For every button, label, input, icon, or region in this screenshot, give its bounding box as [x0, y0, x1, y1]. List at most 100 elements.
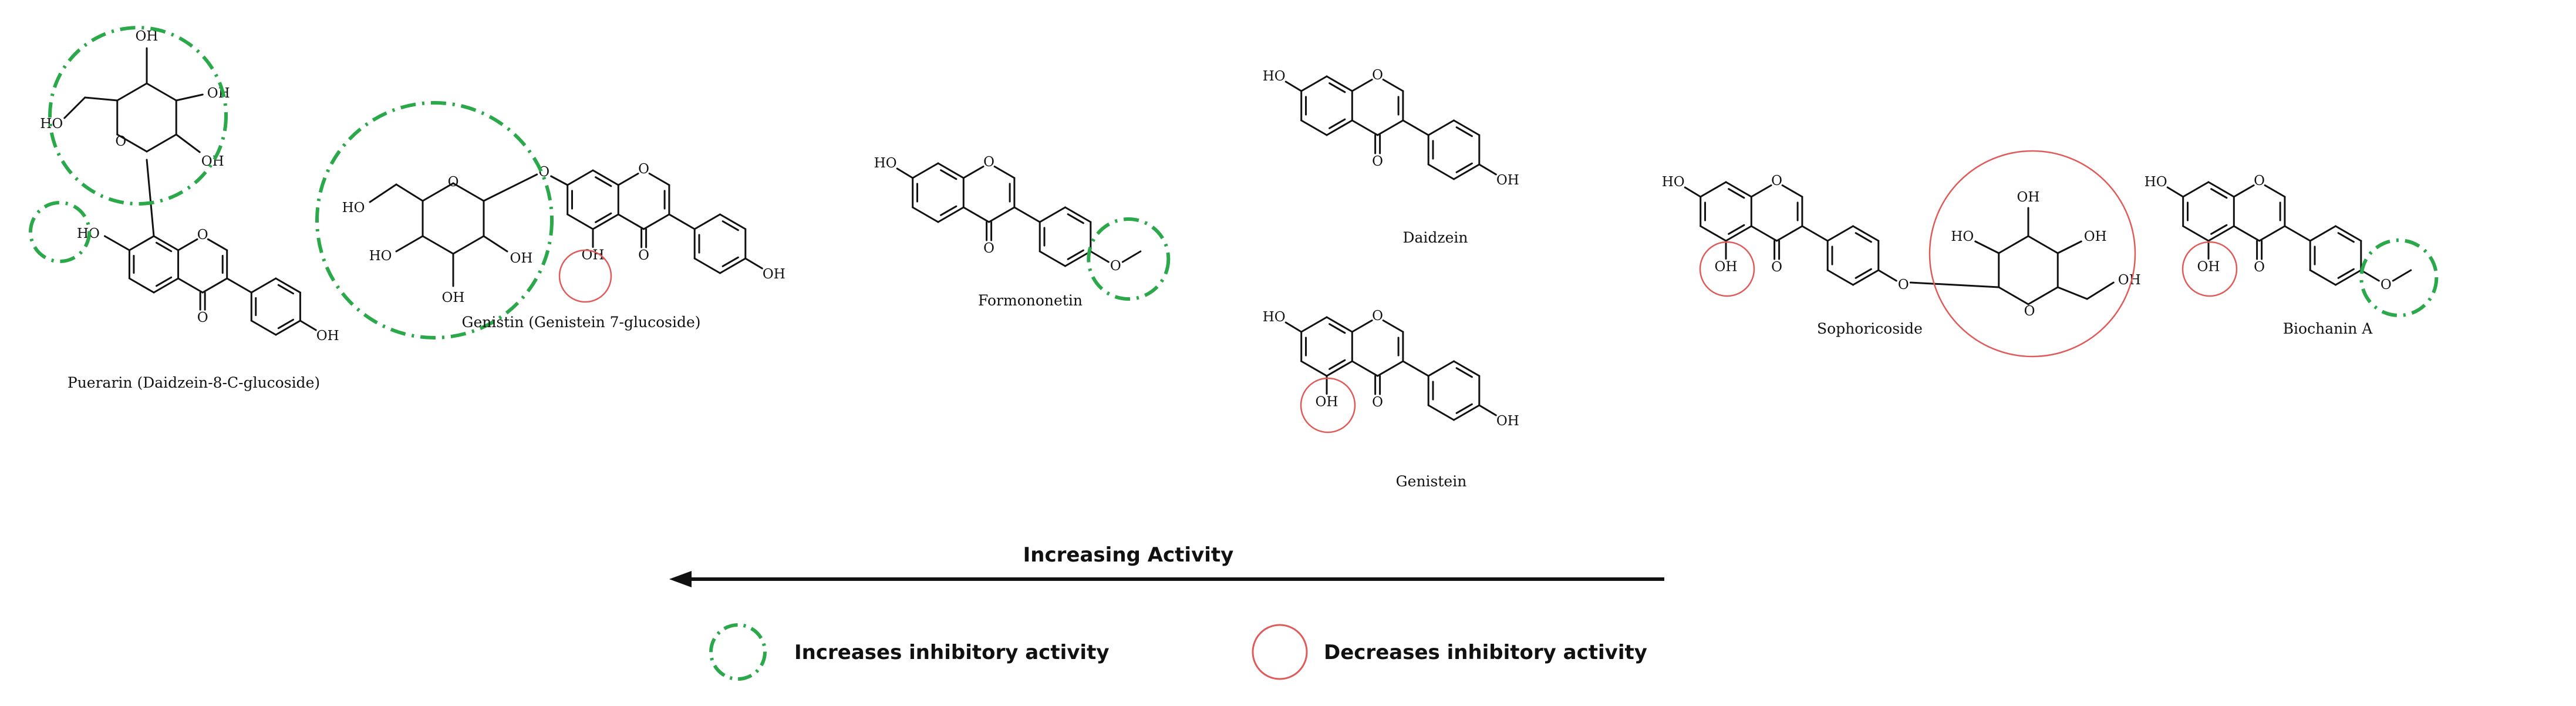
formononetin-ringA-bond	[912, 162, 939, 179]
arrow-label: Increasing Activity	[1023, 543, 1234, 567]
sophoricoside-glucose-bond	[1998, 286, 2029, 305]
biochanin-a-ringB-bond	[2309, 269, 2337, 286]
biochanin-a-ringC-bond	[2258, 225, 2286, 242]
sophoricoside-7oh-label: HO	[1662, 174, 1685, 190]
puerarin-ringC-bond	[177, 238, 198, 251]
chemical-structures: OOOHHOOOHOHOHHOOOOHOHOOHOHOOHOHOOOHOOOOH…	[40, 29, 2412, 429]
sophoricoside-glc-oh-label: HO	[1951, 229, 1974, 244]
biochanin-a-4prime-bond	[2360, 269, 2380, 282]
sophoricoside-glycoside-bond	[1909, 281, 2000, 288]
formononetin-ringA-bond	[937, 162, 965, 179]
puerarin-ringC-bond	[207, 238, 228, 251]
formononetin-ringB-bond	[1064, 250, 1092, 267]
genistin-4prime-oh-label: OH	[763, 267, 785, 282]
formononetin-4prime-o-label: O	[1110, 258, 1121, 274]
sophoricoside-glc-oh-label: OH	[2084, 229, 2107, 244]
compound-name-biochanin-a: Biochanin A	[2283, 320, 2373, 337]
formononetin-methyl-bond	[1121, 250, 1142, 263]
compound-name-puerarin: Puerarin (Daidzein-8-C-glucoside)	[68, 374, 320, 391]
sophoricoside-ringB-bond	[1852, 269, 1880, 286]
sophoricoside-carbonyl-label: O	[1771, 260, 1782, 275]
biochanin-a-5oh-decrease-circle	[2181, 241, 2238, 297]
biochanin-a-ringA-bond-inner	[2210, 224, 2228, 235]
sophoricoside-glucose-bond	[2027, 286, 2059, 305]
formononetin-ringA-bond-inner	[940, 205, 957, 216]
sophoricoside-7oh-bond	[1684, 186, 1702, 198]
formononetin-4prime-bond	[1090, 250, 1110, 263]
genistein-ringA-bond	[1300, 360, 1328, 377]
sophoricoside-ringC-bond	[1750, 184, 1772, 198]
genistin-glc-oh-label: OH	[442, 290, 465, 305]
formononetin-carbonyl-label: O	[983, 241, 994, 256]
genistein-biaryl-bond	[1402, 360, 1429, 377]
genistin-glucose-bond	[452, 235, 485, 255]
sophoricoside-glucose-o-label: O	[2024, 304, 2035, 319]
genistin-ringA-bond	[592, 213, 619, 230]
genistin-glucose-increase-circle	[315, 101, 554, 339]
biochanin-a-ringB-bond	[2335, 269, 2362, 286]
compound-name-sophoricoside: Sophoricoside	[1817, 320, 1923, 337]
biochanin-a-4prime-o-label: O	[2381, 277, 2392, 293]
genistein-7oh-label: HO	[1263, 310, 1286, 325]
genistein-ringA-bond	[1326, 360, 1353, 377]
genistein-ringB-bond	[1427, 360, 1455, 377]
sophoricoside-ringB-bond	[1852, 225, 1880, 242]
biochanin-a-carbonyl-label: O	[2254, 260, 2265, 275]
puerarin-glucose-bond	[116, 133, 148, 153]
sophoricoside-ringB-bond-inner	[1855, 232, 1872, 243]
genistin-ringB-bond	[693, 257, 721, 274]
sophoricoside-ringA-bond	[1725, 181, 1752, 198]
daidzein-o1-label: O	[1372, 68, 1383, 83]
daidzein-ringB-bond	[1427, 163, 1455, 180]
puerarin-glucose-bond	[116, 82, 148, 102]
puerarin-glc-oh-label: OH	[136, 29, 159, 44]
genistein-7oh-bond	[1284, 321, 1303, 333]
formononetin-ringC-bond	[962, 206, 990, 223]
legend-decrease-swatch	[1252, 624, 1308, 680]
sophoricoside-4prime-o-label: O	[1898, 277, 1909, 293]
biochanin-a-5oh-label: OH	[2197, 260, 2220, 275]
daidzein-4prime-oh-label: OH	[1496, 173, 1519, 188]
formononetin-ringB-bond	[1064, 206, 1092, 223]
formononetin-7oh-bond	[896, 167, 914, 179]
formononetin-ringB-bond	[1039, 206, 1067, 223]
daidzein-ringA-bond	[1300, 75, 1328, 92]
activity-arrow	[669, 571, 1664, 587]
sophoricoside-ringB-bond-inner	[1855, 268, 1872, 279]
puerarin-c-glycoside-bond	[146, 159, 155, 237]
biochanin-a-biaryl-bond	[2284, 225, 2311, 242]
puerarin-ringB-bond-inner	[277, 318, 295, 330]
daidzein-biaryl-bond	[1402, 119, 1429, 136]
genistin-glucose-bond	[422, 235, 454, 255]
biochanin-a-ringB-bond-inner	[2337, 268, 2355, 279]
biochanin-a-ringA-bond	[2207, 181, 2235, 198]
biochanin-a-ringA-bond	[2182, 181, 2210, 198]
genistin-glc-oh-bond	[483, 235, 508, 253]
biochanin-a-ringB-bond	[2335, 225, 2362, 242]
genistin-biaryl-bond	[668, 213, 696, 230]
formononetin-ringC-bond	[988, 206, 1016, 223]
formononetin-ringB-bond	[1039, 250, 1067, 267]
genistin-ringC-bond	[617, 213, 645, 230]
genistein-ringC-bond	[1382, 320, 1404, 333]
formononetin-ringA-bond	[912, 206, 939, 223]
puerarin-ringB-bond	[250, 277, 277, 294]
formononetin-ringB-bond-inner	[1067, 213, 1084, 224]
daidzein-carbonyl-label: O	[1372, 154, 1383, 169]
biochanin-a-ringA-bond	[2207, 225, 2235, 242]
biochanin-a-o1-label: O	[2254, 173, 2265, 189]
puerarin-ringA-bond	[128, 277, 155, 294]
genistein-4prime-oh-label: OH	[1496, 413, 1519, 429]
sophoricoside-4prime-bond	[1877, 269, 1897, 282]
formononetin-7oh-label: HO	[874, 156, 897, 171]
sophoricoside-ringA-bond-inner	[1728, 188, 1745, 199]
genistin-carbonyl-label: O	[638, 248, 649, 263]
genistin-ringB-bond-inner	[721, 220, 739, 231]
puerarin-ringB-bond-inner	[277, 284, 295, 295]
genistin-glc-ch2oh-label: HO	[342, 200, 365, 216]
genistin-ringB-bond	[693, 213, 721, 230]
biochanin-a-ringC-bond	[2264, 184, 2286, 198]
puerarin-glc-ch2-bond	[84, 96, 119, 102]
puerarin-ringA-bond	[153, 235, 180, 251]
sophoricoside-ringC-bond	[1750, 225, 1778, 242]
